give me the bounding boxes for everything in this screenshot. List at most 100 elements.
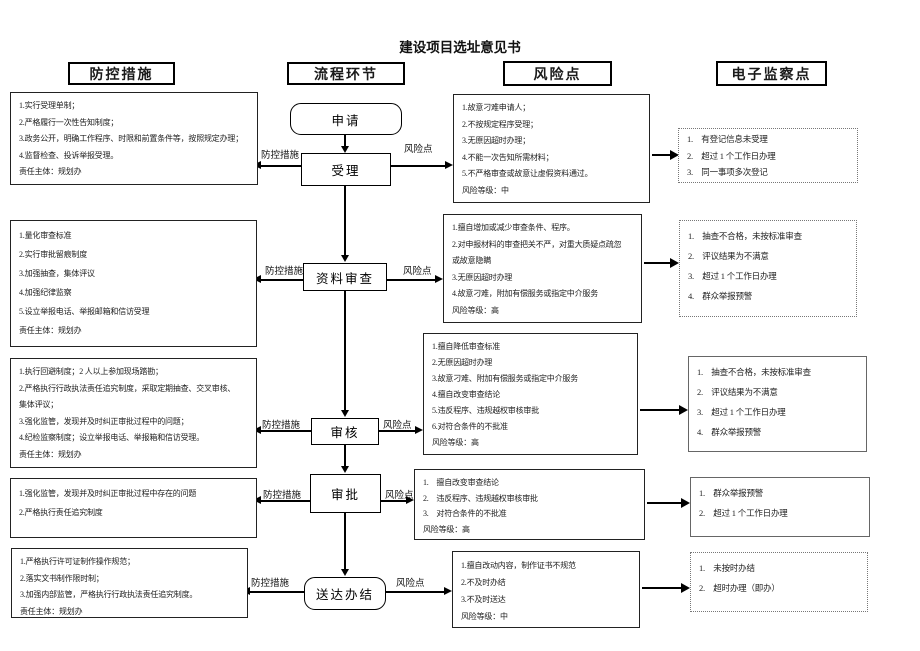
text-line: 2.对申报材料的审查把关不严，对重大质疑点疏忽 [452, 239, 622, 249]
text-line: 责任主体：规划办 [19, 167, 82, 176]
text-line: 2.严格执行行政执法责任追究制度，采取定期抽查、交叉审核、 [19, 383, 236, 393]
text-line: 4. 群众举报预警 [697, 427, 762, 437]
flow-node-material-review: 资料审查 [303, 263, 387, 291]
text-line: 责任主体：规划办 [19, 326, 82, 335]
arrow-right-risk-5 [386, 588, 452, 595]
arrow-right-risk-3 [379, 427, 423, 434]
text-line: 2. 超时办理（即办） [699, 583, 780, 593]
text-line: 3.无原因超时办理 [452, 272, 513, 282]
prevention-box-1: 1.实行受理单制；2.严格履行一次性告知制度；3.政务公开，明确工作程序、时限和… [10, 92, 258, 185]
text-line: 2.实行审批留痕制度 [19, 250, 87, 259]
text-line: 1. 抽查不合格，未按标准审查 [688, 231, 802, 241]
text-line: 责任主体：规划办 [20, 606, 83, 616]
column-header-prevention: 防控措施 [68, 62, 175, 85]
text-line: 风险等级：高 [423, 524, 470, 534]
text-line: 1.故意刁难申请人； [462, 103, 530, 112]
text-line: 1.擅自增加或减少审查条件、程序。 [452, 223, 575, 232]
risk-box-1: 1.故意刁难申请人；2.不按规定程序受理；3.无原因超时办理；4.不能一次告知所… [453, 94, 650, 203]
text-line: 4.不能一次告知所需材料； [462, 152, 554, 162]
text-line: 2. 超过 1 个工作日办理 [687, 150, 776, 161]
text-line: 2.不及时办结 [461, 578, 506, 587]
risk-box-3: 1.擅自降低审查标准 2.无原因超时办理 3.故意刁难、附加有偿服务或指定中介服务 4… [423, 333, 638, 455]
text-line: 3.不及时送达 [461, 595, 506, 604]
text-line: 4. 群众举报预警 [688, 291, 753, 301]
text-line: 3.故意刁难、附加有偿服务或指定中介服务 [432, 374, 578, 383]
arrow-left-prevention-4 [253, 497, 310, 504]
text-line: 1. 未按时办结 [699, 563, 755, 573]
text-line: 3.加强抽查，集体评议 [19, 269, 95, 278]
monitor-box-5: 1. 未按时办结 2. 超时办理（即办） [690, 552, 868, 612]
column-header-monitor: 电子监察点 [716, 61, 827, 86]
text-line: 1.量化审查标准 [19, 231, 72, 240]
text-line: 1. 擅自改变审查结论 [423, 478, 499, 487]
arrow-monitor-2 [644, 256, 679, 269]
text-line: 1. 有登记信息未受理 [687, 134, 768, 144]
arrow-right-risk-4 [381, 497, 414, 504]
flow-node-review: 审核 [311, 418, 379, 445]
text-line: 风险等级：高 [432, 438, 479, 447]
arrow-monitor-1 [652, 148, 679, 161]
text-line: 4.纪检监察制度；设立举报电话、举报箱和信访受理。 [19, 433, 204, 442]
arrow-left-prevention-2 [253, 276, 303, 283]
arrow-monitor-4 [647, 496, 690, 509]
risk-box-2: 1.擅自增加或减少审查条件、程序。 2.对申报材料的审查把关不严，对重大质疑点疏忽… [443, 214, 642, 323]
text-line: 3.加强内部监管，严格执行行政执法责任追究制度。 [20, 590, 198, 599]
text-line: 集体评议； [19, 400, 58, 409]
text-line: 2.无原因超时办理 [432, 358, 493, 367]
page-title: 建设项目选址意见书 [399, 40, 521, 55]
text-line: 2. 违反程序、违规越权审核审批 [423, 493, 538, 503]
column-header-process: 流程环节 [287, 62, 405, 85]
text-line: 5.设立举报电话、举报邮箱和信访受理 [19, 307, 150, 316]
flow-node-approval: 审批 [310, 474, 381, 513]
arrow-label-prevention-4: 防控措施 [263, 491, 302, 501]
text-line: 5.不严格审查或故意让虚假资料通过。 [462, 169, 593, 178]
arrow-label-risk-5: 风险点 [396, 579, 425, 589]
text-line: 4.加强纪律监察 [19, 288, 72, 297]
text-line: 1.擅自改动内容，制作证书不规范 [461, 561, 576, 570]
text-line: 1.实行受理单制； [19, 101, 80, 110]
arrow-right-risk-1 [391, 162, 453, 169]
prevention-box-3: 1.执行回避制度；2 人以上参加现场踏勘； 2.严格执行行政执法责任追究制度，采取… [10, 358, 257, 468]
flow-node-delivery-completion: 送达办结 [304, 577, 386, 610]
text-line: 1.强化监管，发现并及时纠正审批过程中存在的问题 [19, 489, 197, 498]
text-line: 或故意隐瞒 [452, 256, 491, 265]
arrow-label-prevention-1: 防控措施 [261, 151, 300, 161]
arrow-label-prevention-5: 防控措施 [251, 579, 290, 589]
text-line: 4.擅自改变审查结论 [432, 390, 500, 399]
flow-node-apply: 申请 [290, 103, 402, 135]
arrow-down-apply-accept [341, 135, 348, 153]
text-line: 2. 评议结果为不满意 [697, 387, 778, 397]
text-line: 4.故意刁难，附加有偿服务或指定中介服务 [452, 289, 598, 298]
arrow-right-risk-2 [387, 276, 443, 283]
arrow-label-risk-3: 风险点 [383, 421, 412, 431]
arrow-left-prevention-3 [253, 427, 311, 434]
monitor-box-3: 1. 抽查不合格，未按标准审查 2. 评议结果为不满意 3. 超过 1 个工作日办理… [688, 356, 867, 452]
risk-box-4: 1. 擅自改变审查结论 2. 违反程序、违规越权审核审批 3. 对符合条件的不批准风… [414, 469, 645, 540]
text-line: 1. 抽查不合格，未按标准审查 [697, 367, 811, 377]
arrow-left-prevention-1 [253, 162, 301, 169]
text-line: 3. 超过 1 个工作日办理 [697, 407, 786, 417]
text-line: 6.对符合条件的不批准 [432, 422, 508, 431]
arrow-down-accept-material [341, 186, 348, 262]
text-line: 2.落实文书制作限时制； [20, 573, 104, 583]
text-line: 3. 超过 1 个工作日办理 [688, 271, 777, 281]
text-line: 3.强化监管，发现并及时纠正审批过程中的问题； [19, 416, 189, 426]
text-line: 1.执行回避制度；2 人以上参加现场踏勘； [19, 367, 163, 376]
text-line: 责任主体：规划办 [19, 449, 82, 459]
arrow-label-risk-1: 风险点 [404, 145, 433, 155]
arrow-down-material-review [341, 291, 348, 417]
arrow-label-risk-4: 风险点 [385, 491, 414, 501]
arrow-monitor-3 [640, 403, 688, 416]
arrow-label-prevention-2: 防控措施 [265, 267, 304, 277]
column-header-risk: 风险点 [503, 61, 612, 86]
text-line: 1.擅自降低审查标准 [432, 342, 500, 351]
flow-node-accept: 受理 [301, 153, 391, 186]
text-line: 3. 对符合条件的不批准 [423, 509, 507, 518]
arrow-label-risk-2: 风险点 [403, 267, 432, 277]
text-line: 3.无原因超时办理； [462, 136, 530, 145]
